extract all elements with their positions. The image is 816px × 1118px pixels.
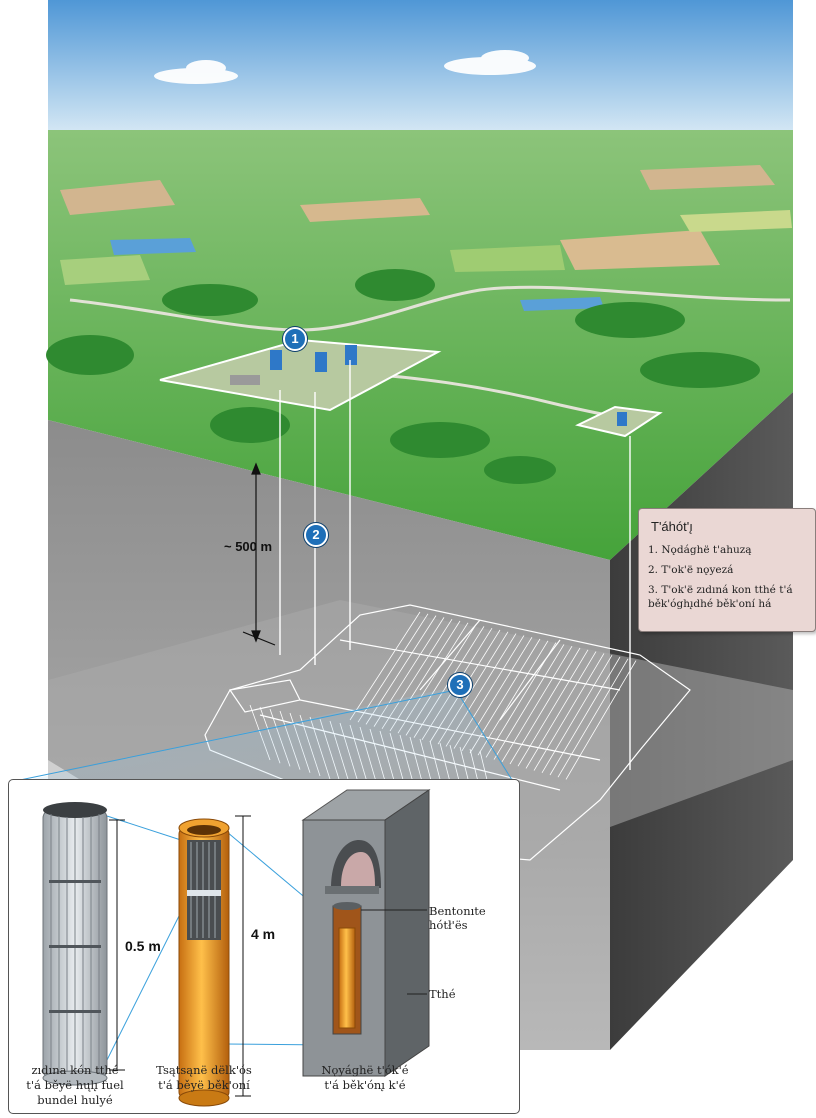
callout-3: 3 [448,673,472,697]
callout-2: 2 [304,523,328,547]
surface-facility [159,338,663,438]
bundle-caption: zıdına kón tthé t'á běyë hųlı̨ fuel bund… [26,1063,124,1107]
detail-inset: 0.5 m 4 m Bentonıte hótł'ës Tthé zıdına … [8,779,520,1114]
forest-patches [46,269,760,484]
rock-block [301,789,431,1077]
borehole-caption: Nǫyághë t'ók'é t'á běk'ónı̨ k'é [321,1063,409,1092]
fuel-bundle [42,802,108,1086]
legend-item-1: 1. Nǫdághë t'ahuzą [648,544,752,556]
callout-1: 1 [283,327,307,351]
rock-label: Tthé [429,987,456,1001]
legend-item-2: 2. T'ok'ë nǫyezá [648,564,734,576]
magnify-beam [28,690,510,780]
container-dimension [235,815,251,1097]
inset-drawing [42,789,431,1107]
bentonite-label: Bentonıte hótł'ës [429,904,486,932]
container-dimension-label: 4 m [251,926,276,942]
legend-item-3: 3. T'ok'ë zıdıná kon tthé t'á běk'óghı̨d… [648,584,793,610]
depth-label: ~ 500 m [224,539,273,554]
legend-title: T'áhót'ı̨ [651,519,693,534]
container-caption: Tsątsąnë dëlk'ós t'á běyë běk'oní [156,1063,252,1092]
field-patches [60,165,792,311]
bundle-dimension [109,819,125,1071]
cloud-icon [154,50,536,84]
bundle-dimension-label: 0.5 m [125,938,161,954]
depth-arrow [242,462,276,646]
sky [48,0,793,140]
used-fuel-container [178,818,230,1107]
legend-box: T'áhót'ı̨ 1. Nǫdághë t'ahuzą 2. T'ok'ë n… [638,508,816,632]
